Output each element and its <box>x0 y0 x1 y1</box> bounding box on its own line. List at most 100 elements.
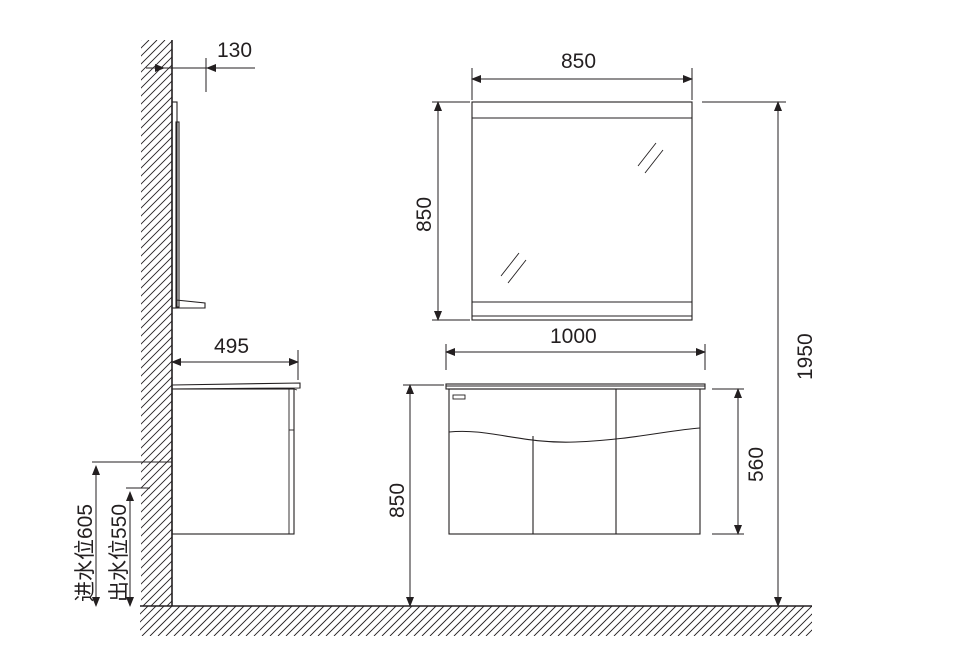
hatch-line <box>701 606 733 636</box>
hatch-line <box>215 40 781 606</box>
hatch-line <box>653 606 685 636</box>
hatch-line <box>261 606 293 636</box>
hatch-line <box>805 629 812 636</box>
dim-label-cabinet-height: 560 <box>745 447 768 482</box>
hatch-line <box>471 40 954 606</box>
hatch-line <box>141 504 172 537</box>
hatch-line <box>367 40 933 606</box>
dim-cabinet-depth: 495 <box>171 335 299 380</box>
hatch-line <box>141 272 172 305</box>
dim-total-height: 1950 <box>702 101 817 607</box>
hatch-line <box>141 344 172 377</box>
hatch-line <box>591 40 954 606</box>
hatch-line <box>325 606 357 636</box>
front-cabinet <box>445 383 706 535</box>
hatch-line <box>383 40 949 606</box>
hatch-line <box>557 606 589 636</box>
hatch-line <box>773 606 805 636</box>
hatch-line <box>639 40 954 606</box>
hatch-line <box>663 40 954 606</box>
hatch-line <box>551 40 954 606</box>
hatch-line <box>279 40 845 606</box>
hatch-line <box>351 40 917 606</box>
dim-label-mirror-height: 850 <box>413 197 436 232</box>
hatch-line <box>141 480 172 513</box>
hatch-line <box>255 40 821 606</box>
hatch-line <box>397 606 429 636</box>
hatch-line <box>637 606 669 636</box>
hatch-line <box>822 606 852 636</box>
hatch-line <box>709 606 741 636</box>
hatch-line <box>141 264 172 297</box>
hatch-line <box>567 40 954 606</box>
hatch-line <box>141 136 172 169</box>
dim-label-side-mirror-depth: 130 <box>217 39 252 62</box>
hatch-line <box>413 606 445 636</box>
hatch-line <box>309 606 341 636</box>
hatch-line <box>477 606 509 636</box>
dim-label-water-outlet: 出水位550 <box>108 504 131 602</box>
hatch-line <box>327 40 893 606</box>
hatch-line <box>543 40 954 606</box>
hatch-line <box>191 40 757 606</box>
hatch-line <box>677 606 709 636</box>
hatch-line <box>140 606 141 607</box>
hatch-line <box>717 606 749 636</box>
hatch-line <box>629 606 661 636</box>
hatch-line <box>311 40 877 606</box>
hatch-line <box>719 40 954 606</box>
hatch-line <box>703 40 954 606</box>
dim-mirror-width: 850 <box>471 50 693 100</box>
hatch-line <box>141 552 172 585</box>
hatch-line <box>141 168 172 201</box>
hatch-line <box>541 606 573 636</box>
dim-water-positions: 进水位605 出水位550 <box>74 461 172 607</box>
hatch-line <box>693 606 725 636</box>
hatch-line <box>741 606 773 636</box>
hatch-line <box>319 40 885 606</box>
hatch-line <box>317 606 349 636</box>
hatch-line <box>341 606 373 636</box>
hatch-line <box>365 606 397 636</box>
hatch-line <box>375 40 941 606</box>
hatch-line <box>429 606 461 636</box>
hatch-line <box>141 336 172 369</box>
dim-counter-height: 850 <box>386 384 444 607</box>
hatch-line <box>679 40 954 606</box>
hatch-line <box>141 216 172 249</box>
hatch-line <box>239 40 805 606</box>
hatch-line <box>407 40 954 606</box>
hatch-line <box>479 40 954 606</box>
hatch-line <box>199 40 765 606</box>
hatch-line <box>277 606 309 636</box>
hatch-line <box>141 544 172 577</box>
hatch-line <box>581 606 613 636</box>
hatch-line <box>141 232 172 265</box>
hatch-line <box>141 448 172 481</box>
hatch-line <box>175 40 741 606</box>
hatch-line <box>733 606 765 636</box>
hatch-line <box>343 40 909 606</box>
hatch-line <box>621 606 653 636</box>
hatch-line <box>141 296 172 329</box>
hatch-line <box>573 606 605 636</box>
hatch-line <box>565 606 597 636</box>
hatch-line <box>141 280 172 313</box>
hatch-line <box>735 40 954 606</box>
hatch-line <box>605 606 637 636</box>
hatch-line <box>830 606 860 636</box>
dim-label-counter-width: 1000 <box>550 325 597 348</box>
hatch-line <box>453 606 485 636</box>
hatch-line <box>645 606 677 636</box>
hatch-line <box>757 606 789 636</box>
dim-side-mirror-depth: 130 <box>146 39 255 92</box>
dim-label-mirror-width: 850 <box>561 50 596 73</box>
hatch-line <box>142 576 172 606</box>
hatch-line <box>181 606 213 636</box>
floor-hatching <box>140 606 860 636</box>
hatch-line <box>575 40 954 606</box>
hatch-line <box>247 40 813 606</box>
hatch-line <box>141 256 172 289</box>
hatch-line <box>559 40 954 606</box>
